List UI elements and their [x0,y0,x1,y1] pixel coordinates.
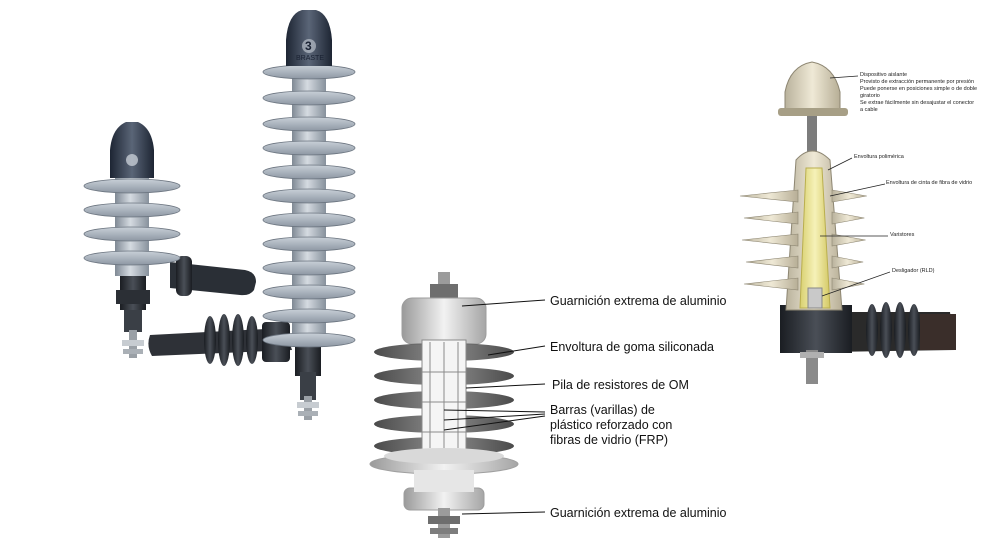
label-end-fitting-bottom: Guarnición extrema de aluminio [550,506,727,520]
cutaway-shed-left [743,277,799,291]
label-housing: Envoltura de goma siliconada [550,340,714,354]
cutaway-sheds [739,189,867,291]
frp-rods [422,342,466,448]
tall-shed [262,116,356,132]
tall-shed [262,308,356,324]
right-label-disconnector: Desligador (RLD) [892,268,935,274]
right-label-cap-4: giratorio [860,93,880,99]
cutaway-shed-left [745,255,799,269]
cutaway-leaders [820,75,891,297]
right-label-varistors: Varistores [890,232,915,238]
cutaway-shed-right [831,277,865,291]
tall-shed [262,260,356,276]
tall-shed [262,140,356,156]
cutaway-shed-right [831,211,865,225]
tall-shed [262,284,356,300]
cutaway-shed-right [831,189,867,203]
disconnector-cap [784,61,841,113]
label-frp-rods-3: fibras de vidrio (FRP) [550,433,669,447]
cutaway-shed-right [831,233,866,247]
bracket-sheds [204,314,258,366]
tall-shed [262,332,356,348]
cutaway-shed-left [741,233,799,247]
tall-arrester-cap [286,10,332,66]
varistor-core [799,167,831,309]
small-arrester-sheds [83,178,181,266]
cutaway-shed-left [739,189,799,203]
right-label-cap-2: Provisto de extracción permanente por pr… [860,79,975,85]
tall-shed [262,236,356,252]
right-label-fiber-wrap: Envoltura de cinta de fibra de vidrio [886,180,973,186]
tall-shed [262,164,356,180]
label-frp-rods-2: plástico reforzado con [550,418,673,432]
right-label-cap-5: Se extrae fácilmente sin desajustar el c… [860,100,975,106]
cutaway-shed-left [743,211,799,225]
tall-arrester: 3 BRASTE [148,10,356,420]
tall-shed [262,188,356,204]
right-label-housing: Envoltura polimérica [854,154,904,160]
leader-lines [443,299,546,515]
right-label-cap-3: Puede ponerse en posiciones simple o de … [860,86,978,92]
small-arrester-cap [110,122,154,178]
small-arrester [83,122,256,358]
cross-section-arrester [369,272,546,538]
cutaway-shed-right [831,255,864,269]
tall-shed [262,212,356,228]
label-mo-stack: Pila de resistores de OM [552,378,689,392]
brand-name: BRASTE [296,55,324,62]
right-label-cap-6: a cable [860,107,878,113]
label-end-fitting-top: Guarnición extrema de aluminio [550,294,727,308]
right-label-cap-1: Dispositivo aislante [860,72,908,78]
cutaway-arrester [739,61,956,384]
brand-mark: 3 [305,39,312,53]
label-frp-rods-1: Barras (varillas) de [550,403,655,417]
